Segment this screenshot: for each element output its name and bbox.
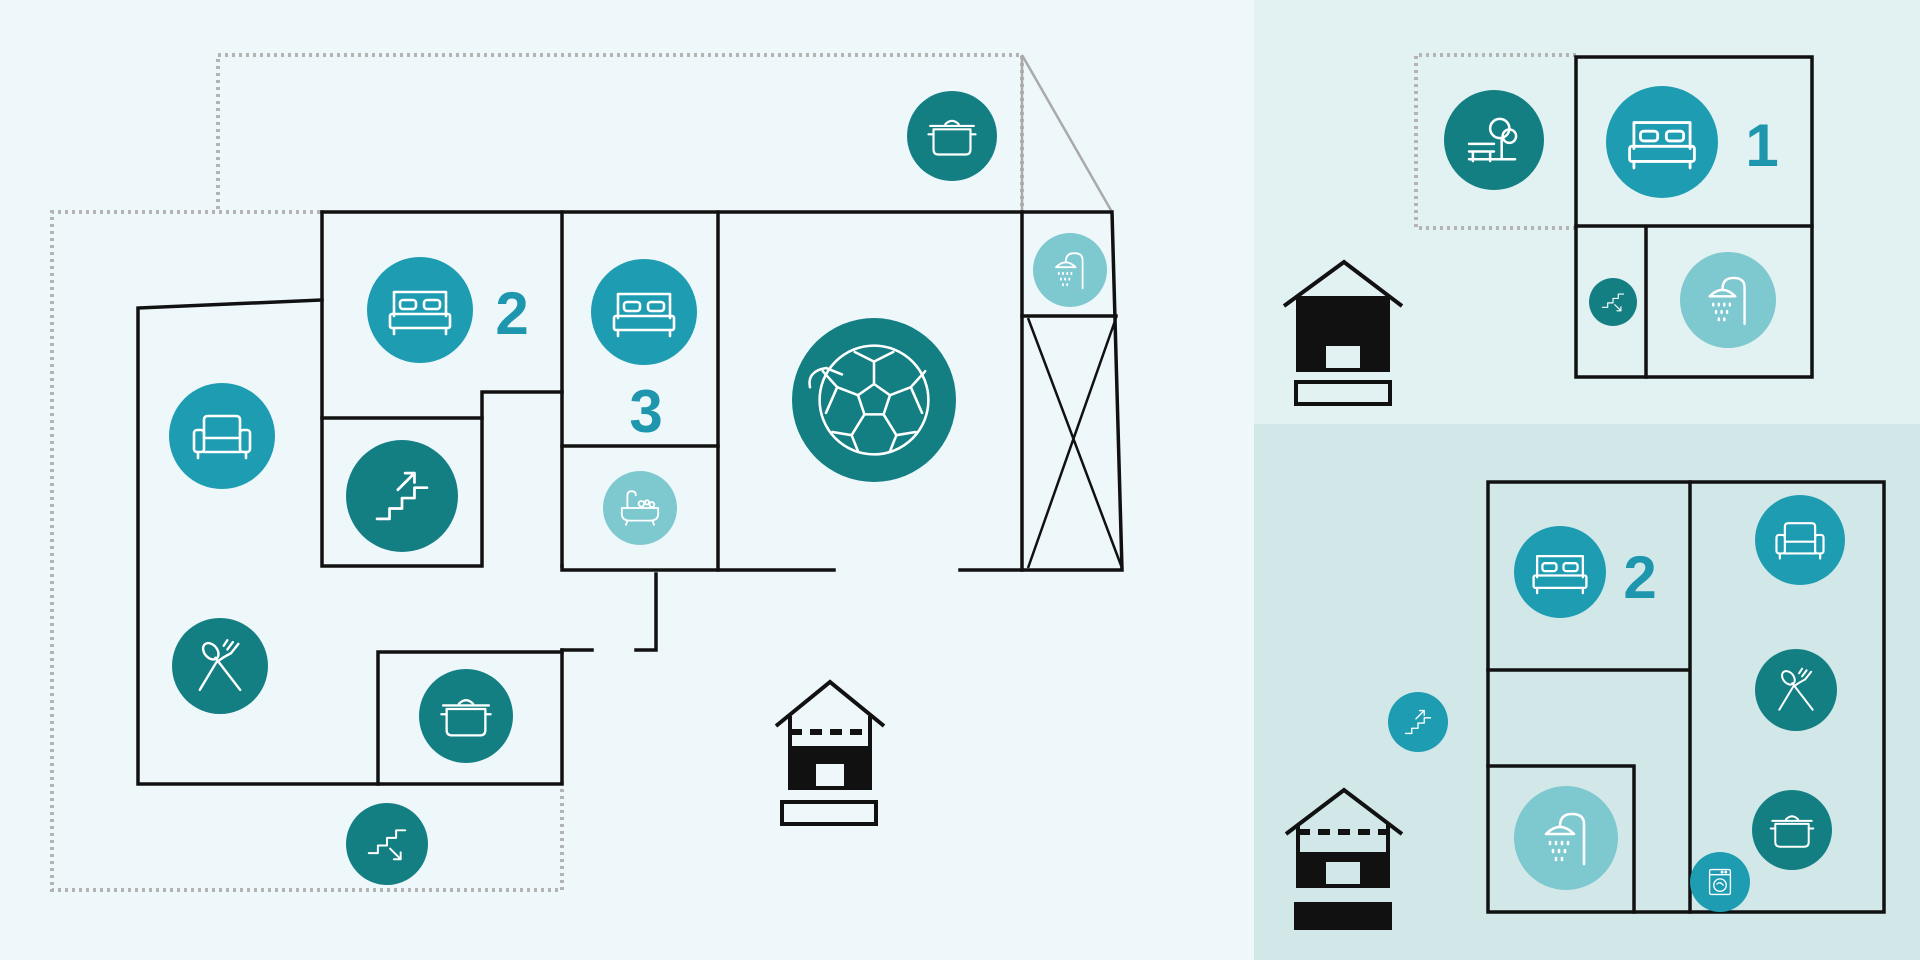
bottom-inner-walls	[1486, 480, 1692, 914]
cooking-pot-icon	[1752, 790, 1832, 870]
roof-lines	[1020, 54, 1114, 213]
main-floor-plan: 2 3	[50, 53, 1124, 892]
cooking-pot-icon	[907, 91, 997, 181]
room-number-1: 1	[1745, 112, 1778, 179]
bottom-floor-plan: 2	[1284, 480, 1886, 930]
shower-icon	[1514, 786, 1618, 890]
top-floor-plan: 1	[1282, 53, 1814, 406]
top-floor-panel	[1254, 0, 1920, 424]
house-icon	[1282, 259, 1404, 406]
cutlery-icon	[1755, 649, 1837, 731]
stairs-up-icon	[346, 440, 458, 552]
inner-wall-bottom	[560, 564, 836, 572]
outer-wall-left	[136, 210, 564, 786]
bottom-outer-wall	[1486, 480, 1886, 914]
bed-icon	[367, 257, 473, 363]
stair-void	[1026, 317, 1124, 569]
bathtub-icon	[603, 471, 677, 545]
cutlery-icon	[172, 618, 268, 714]
bed-icon	[1606, 86, 1718, 198]
kitchen-wall	[376, 650, 564, 786]
top-plot-boundary	[1414, 53, 1576, 230]
sofa-icon	[1755, 495, 1845, 585]
stairs-down-icon	[346, 803, 428, 885]
house-icon	[1284, 787, 1404, 930]
cooking-pot-icon	[419, 669, 513, 763]
washing-machine-icon	[1690, 852, 1750, 912]
room-number-2: 2	[1623, 544, 1656, 611]
top-inner-walls	[1574, 224, 1814, 379]
top-outer-wall	[1574, 55, 1814, 379]
garden-icon	[1444, 90, 1544, 190]
sofa-icon	[169, 383, 275, 489]
room-number-3: 3	[629, 378, 662, 445]
wall-bedroom2	[320, 298, 564, 568]
shower-icon	[1680, 252, 1776, 348]
entry-wall	[634, 572, 658, 652]
bed-icon	[1514, 526, 1606, 618]
stairs-down-icon	[1589, 278, 1637, 326]
football-icon	[792, 318, 956, 482]
bed-icon	[591, 259, 697, 365]
room-number-2: 2	[495, 280, 528, 347]
shower-icon	[1033, 233, 1107, 307]
stairs-up-icon	[1388, 692, 1448, 752]
house-icon	[774, 679, 886, 826]
